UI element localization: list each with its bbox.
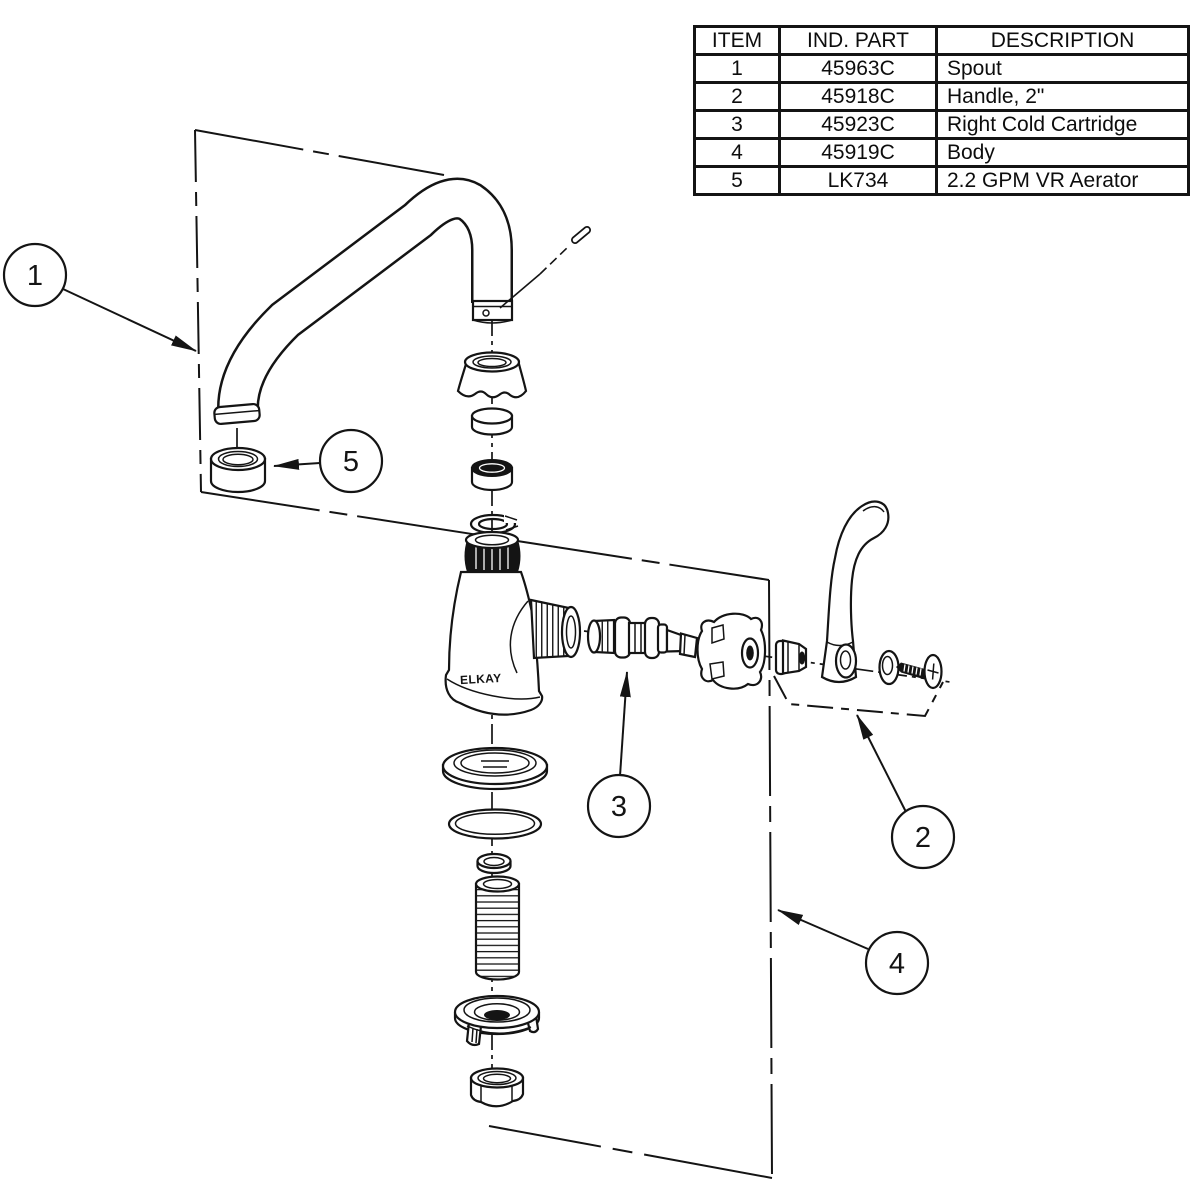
description-cell: 2.2 GPM VR Aerator bbox=[935, 165, 1190, 196]
base-gasket-drawing bbox=[441, 746, 549, 791]
brand-logo: ELKAY bbox=[460, 671, 502, 687]
item-cell: 3 bbox=[693, 109, 781, 140]
handle-drawing bbox=[820, 500, 890, 684]
part-number-cell: LK734 bbox=[778, 165, 938, 196]
large-o-ring-drawing bbox=[447, 808, 543, 840]
callout-2-label: 2 bbox=[915, 822, 931, 854]
table-row: 1 45963C Spout bbox=[693, 53, 1190, 84]
set-screw-pin bbox=[499, 226, 591, 309]
spout-drawing bbox=[213, 177, 591, 426]
spout-outlet-band bbox=[213, 402, 261, 426]
item-cell: 5 bbox=[693, 165, 781, 196]
mounting-plane-outline bbox=[194, 129, 944, 1179]
item-cell: 2 bbox=[693, 81, 781, 112]
description-cell: Right Cold Cartridge bbox=[935, 109, 1190, 140]
handle-group-outline bbox=[773, 675, 944, 718]
description-cell: Spout bbox=[935, 53, 1190, 84]
col-header-ind-part: IND. PART bbox=[778, 25, 938, 56]
col-header-item: ITEM bbox=[693, 25, 781, 56]
spout-shank-band bbox=[471, 299, 514, 324]
callout-3: 3 bbox=[586, 671, 652, 839]
cartridge-drawing bbox=[586, 616, 699, 660]
parts-table: ITEM IND. PART DESCRIPTION 1 45963C Spou… bbox=[693, 25, 1190, 196]
callout-4-label: 4 bbox=[889, 948, 905, 980]
threaded-shank-drawing bbox=[474, 875, 521, 981]
part-number-cell: 45919C bbox=[778, 137, 938, 168]
parts-table-header-row: ITEM IND. PART DESCRIPTION bbox=[693, 25, 1190, 56]
callout-1-label: 1 bbox=[27, 260, 43, 292]
body-drawing: ELKAY bbox=[444, 530, 582, 716]
table-row: 3 45923C Right Cold Cartridge bbox=[693, 109, 1190, 140]
small-ring-drawing bbox=[476, 852, 512, 875]
callout-5: 5 bbox=[273, 428, 384, 494]
mounting-washer-drawing bbox=[453, 994, 541, 1047]
spout-nut-drawing bbox=[456, 351, 528, 399]
o-ring-seal-drawing bbox=[470, 459, 514, 492]
callout-2: 2 bbox=[856, 714, 956, 870]
description-cell: Handle, 2" bbox=[935, 81, 1190, 112]
part-number-cell: 45923C bbox=[778, 109, 938, 140]
part-number-cell: 45963C bbox=[778, 53, 938, 84]
callout-4: 4 bbox=[777, 909, 930, 996]
part-number-cell: 45918C bbox=[778, 81, 938, 112]
aerator-drawing bbox=[209, 446, 267, 494]
callout-3-label: 3 bbox=[611, 791, 627, 823]
item-cell: 4 bbox=[693, 137, 781, 168]
centerlines bbox=[236, 316, 951, 1068]
table-row: 4 45919C Body bbox=[693, 137, 1190, 168]
handle-screw-drawing bbox=[896, 653, 943, 690]
lock-nut-drawing bbox=[469, 1067, 525, 1108]
snap-ring-drawing bbox=[469, 512, 522, 535]
spacer-ring-drawing bbox=[470, 407, 514, 436]
handle-washer-drawing bbox=[878, 649, 900, 686]
table-row: 2 45918C Handle, 2" bbox=[693, 81, 1190, 112]
callout-5-label: 5 bbox=[343, 446, 359, 478]
item-cell: 1 bbox=[693, 53, 781, 84]
col-header-description: DESCRIPTION bbox=[935, 25, 1190, 56]
handle-nut-drawing bbox=[774, 639, 808, 676]
callout-1: 1 bbox=[2, 242, 197, 352]
bonnet-cap-drawing bbox=[696, 612, 767, 690]
description-cell: Body bbox=[935, 137, 1190, 168]
table-row: 5 LK734 2.2 GPM VR Aerator bbox=[693, 165, 1190, 196]
